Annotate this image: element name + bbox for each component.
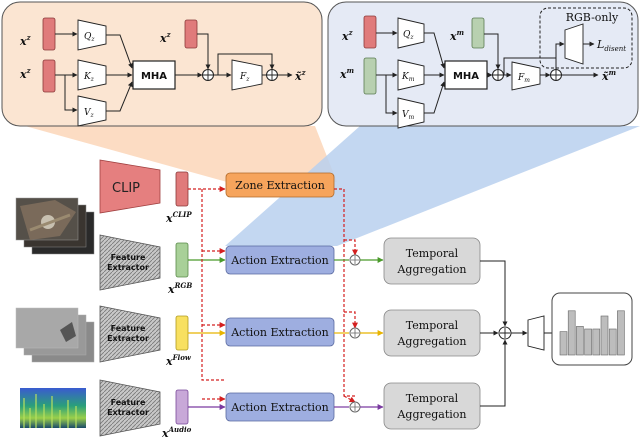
- flow-fe-line1: Feature: [111, 324, 146, 333]
- action-k-label: Km: [401, 72, 415, 83]
- prediction-histogram: [559, 310, 625, 356]
- action-v-proj: [397, 97, 425, 129]
- action-q-label: Qz: [403, 30, 414, 41]
- zone-f-proj: [231, 59, 263, 91]
- zone-extraction-label: Zone Extraction: [235, 179, 325, 192]
- zone-q-label: Qz: [84, 32, 95, 43]
- action-projection: [225, 126, 640, 246]
- temporal-audio-line2: Aggregation: [396, 408, 466, 421]
- clip-feature-token: [175, 171, 189, 207]
- histogram-bar: [559, 331, 568, 356]
- zone-input-res: xz: [159, 30, 172, 45]
- action-v-label: Vm: [402, 110, 415, 121]
- temporal-flow-line1: Temporal: [406, 319, 459, 332]
- action-k-proj: [397, 59, 425, 91]
- clip-feature-label: xCLIP: [165, 210, 192, 225]
- pipeline-add-audio: [349, 401, 361, 413]
- action-extraction-rgb-label: Action Extraction: [230, 254, 329, 267]
- action-q-proj: [397, 17, 425, 49]
- zone-extraction-box: [225, 172, 335, 198]
- audio-feature-extractor: Feature Extractor: [99, 379, 161, 437]
- clip-encoder: [99, 159, 161, 214]
- zone-mha-label: MHA: [141, 71, 167, 82]
- action-output: x̃m: [601, 68, 616, 83]
- audio-feature-token: [175, 389, 189, 425]
- zone-v-label: Vz: [84, 108, 95, 119]
- histogram-bar: [608, 328, 617, 356]
- temporal-audio-line1: Temporal: [406, 392, 459, 405]
- action-token-res: [471, 17, 485, 49]
- pipeline-add-flow: [349, 327, 361, 339]
- disent-loss: Ldisent: [596, 38, 626, 53]
- audio-fe-line1: Feature: [111, 398, 146, 407]
- zone-token-res: [184, 19, 198, 49]
- action-input-res: xm: [449, 28, 464, 43]
- audio-feature-label: xAudio: [161, 425, 192, 440]
- rgb-feature-label: xRGB: [167, 281, 192, 296]
- zone-token-q: [42, 17, 56, 51]
- histogram-bar: [617, 310, 625, 356]
- flow-frames: [15, 307, 95, 363]
- action-extraction-flow: [225, 317, 335, 347]
- classifier-head: [527, 315, 545, 351]
- audio-spectrogram: [20, 388, 86, 428]
- histogram-bar: [567, 310, 576, 356]
- zone-k-proj: [77, 59, 107, 91]
- clip-label: CLIP: [112, 181, 140, 196]
- zone-input-kv: xz: [19, 66, 32, 81]
- rgb-feature-extractor: Feature Extractor: [99, 234, 161, 291]
- disent-proj: [564, 23, 584, 65]
- action-mha-label: MHA: [453, 71, 479, 82]
- temporal-rgb-line1: Temporal: [406, 247, 459, 260]
- rgb-fe-line1: Feature: [111, 253, 146, 262]
- rgb-only-label: RGB-only: [566, 11, 619, 24]
- zone-projection: [25, 126, 337, 182]
- zone-v-proj: [77, 95, 107, 127]
- rgb-only-box: [539, 7, 633, 69]
- flow-feature-label: xFlow: [165, 353, 192, 368]
- pipeline-add-rgb: [349, 254, 361, 266]
- flow-feature-token: [175, 315, 189, 351]
- rgb-fe-line2: Extractor: [107, 263, 149, 272]
- zone-module: xz xz Qz Kz Vz MHA xz Fz: [1, 1, 323, 127]
- action-input-kv: xm: [339, 66, 354, 81]
- zone-routing: [201, 188, 358, 403]
- temporal-aggregation-flow: Temporal Aggregation: [383, 309, 481, 357]
- action-module: xz xm Qz Km Vm MHA xm Fm RGB-only: [327, 1, 639, 129]
- histogram-bar: [584, 328, 592, 356]
- audio-fe-line2: Extractor: [107, 408, 149, 417]
- rgb-frames: [15, 197, 95, 255]
- action-token-q: [363, 15, 377, 49]
- temporal-flow-line2: Aggregation: [396, 335, 466, 348]
- zone-mha-box: [132, 60, 176, 90]
- histogram-bar: [600, 315, 609, 356]
- flow-fe-line2: Extractor: [107, 334, 149, 343]
- zone-k-label: Kz: [83, 72, 95, 83]
- fusion-add: [498, 326, 512, 340]
- action-mha-box: [444, 60, 488, 90]
- action-input-q: xz: [341, 28, 354, 43]
- temporal-aggregation-audio: Temporal Aggregation: [383, 382, 481, 430]
- action-token-kv: [363, 57, 377, 95]
- zone-input-q: xz: [19, 33, 32, 48]
- action-f-proj: [511, 61, 541, 91]
- zone-output: x̃z: [294, 68, 307, 83]
- temporal-rgb-line2: Aggregation: [396, 263, 466, 276]
- histogram-bar: [592, 328, 601, 356]
- zone-q-proj: [77, 19, 107, 51]
- action-extraction-flow-label: Action Extraction: [230, 326, 329, 339]
- action-f-label: Fm: [517, 73, 530, 84]
- flow-feature-extractor: Feature Extractor: [99, 305, 161, 363]
- temporal-aggregation-rgb: Temporal Aggregation: [383, 237, 481, 285]
- histogram-bar: [576, 326, 584, 356]
- action-extraction-audio-label: Action Extraction: [230, 401, 329, 414]
- zone-f-label: Fz: [239, 72, 250, 83]
- zone-token-kv: [42, 59, 56, 93]
- rgb-feature-token: [175, 242, 189, 278]
